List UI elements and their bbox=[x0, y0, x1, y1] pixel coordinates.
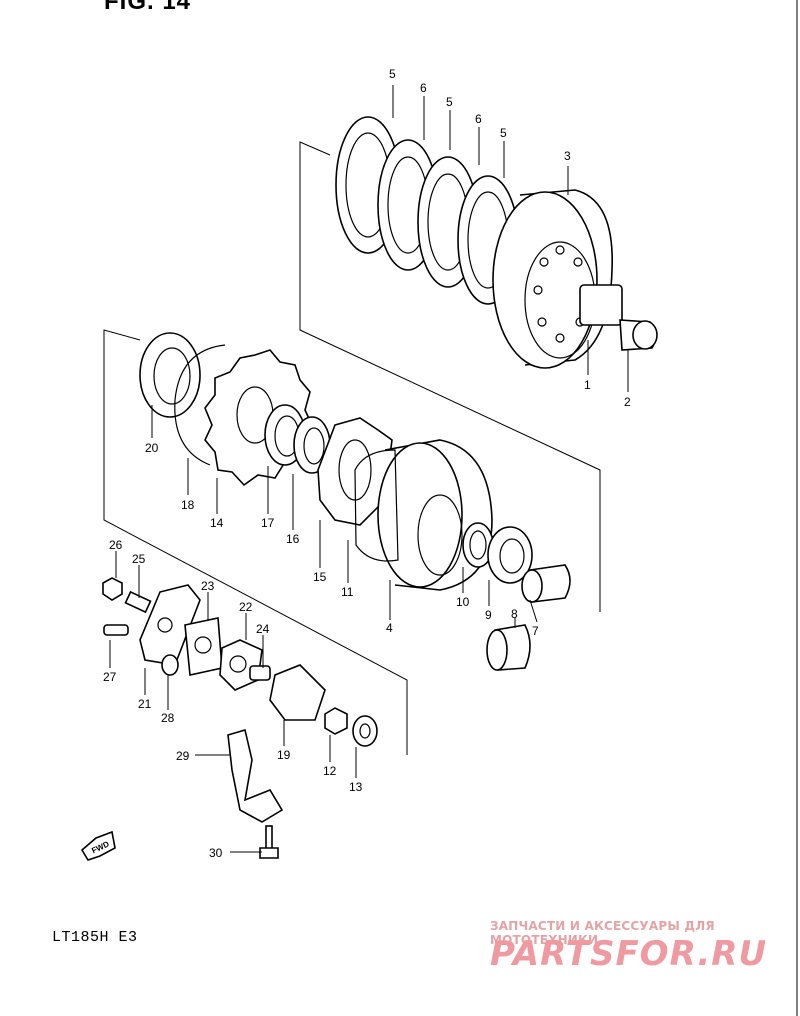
callout-7: 7 bbox=[532, 624, 539, 638]
callout-23: 23 bbox=[201, 579, 215, 593]
callout-5a: 5 bbox=[389, 67, 396, 81]
callout-21: 21 bbox=[138, 697, 152, 711]
clutch-drum bbox=[492, 189, 658, 369]
collar-28 bbox=[161, 654, 179, 676]
callout-2: 2 bbox=[624, 395, 631, 409]
cam-22 bbox=[219, 639, 263, 691]
callout-16: 16 bbox=[286, 532, 300, 546]
callout-17: 17 bbox=[261, 516, 275, 530]
callout-12: 12 bbox=[323, 764, 337, 778]
bearing-20 bbox=[139, 332, 201, 418]
callout-24: 24 bbox=[256, 622, 270, 636]
callout-14: 14 bbox=[210, 516, 224, 530]
snap-ring-18 bbox=[174, 344, 226, 466]
callout-30: 30 bbox=[209, 846, 223, 860]
callout-3: 3 bbox=[564, 149, 571, 163]
watermark-tagline: ЗАПЧАСТИ И АКСЕССУАРЫ ДЛЯ МОТОТЕХНИКИ bbox=[490, 919, 715, 947]
callout-13: 13 bbox=[349, 780, 363, 794]
callout-1: 1 bbox=[584, 378, 591, 392]
spacer-7 bbox=[521, 564, 571, 603]
callout-6b: 6 bbox=[475, 112, 482, 126]
callout-18: 18 bbox=[181, 498, 195, 512]
callout-28: 28 bbox=[161, 711, 175, 725]
lever-29 bbox=[227, 728, 284, 823]
middle-group-bracket bbox=[103, 329, 408, 755]
washer-13 bbox=[352, 715, 378, 747]
bracket-23 bbox=[184, 617, 223, 676]
bushing-8 bbox=[486, 624, 531, 671]
callout-4: 4 bbox=[386, 621, 393, 635]
fwd-arrow: FWD bbox=[80, 830, 116, 861]
screw-25 bbox=[124, 590, 152, 614]
upper-group-bracket bbox=[299, 141, 601, 612]
nut-12 bbox=[324, 707, 348, 735]
callout-5b: 5 bbox=[446, 95, 453, 109]
needle-bearing-16 bbox=[293, 416, 331, 474]
callout-labels: 5 6 5 6 5 3 1 2 20 18 14 17 16 15 11 4 1… bbox=[103, 67, 631, 860]
callout-11: 11 bbox=[341, 585, 354, 599]
nut-26 bbox=[102, 577, 123, 601]
callout-22: 22 bbox=[239, 600, 253, 614]
model-code: LT185H E3 bbox=[52, 929, 138, 946]
bearing-9 bbox=[487, 526, 533, 584]
callout-6a: 6 bbox=[420, 81, 427, 95]
callout-15: 15 bbox=[313, 570, 327, 584]
callout-29: 29 bbox=[176, 749, 190, 763]
watermark-brand: PARTSFOR.RU bbox=[490, 934, 768, 974]
callout-25: 25 bbox=[132, 552, 146, 566]
bolt-30 bbox=[259, 825, 279, 859]
spring-24 bbox=[249, 665, 271, 681]
callout-19: 19 bbox=[277, 748, 291, 762]
callout-9: 9 bbox=[485, 608, 492, 622]
screw-27 bbox=[103, 624, 129, 636]
callout-26: 26 bbox=[109, 538, 123, 552]
clutch-drive-plates bbox=[335, 116, 519, 305]
callout-10: 10 bbox=[456, 595, 470, 609]
callout-20: 20 bbox=[145, 441, 159, 455]
callout-27: 27 bbox=[103, 670, 117, 684]
cam-19 bbox=[269, 664, 326, 721]
callout-8: 8 bbox=[511, 607, 518, 621]
figure-title: FIG. 14 bbox=[104, 0, 192, 15]
leader-lines bbox=[109, 85, 629, 853]
callout-5c: 5 bbox=[500, 126, 507, 140]
